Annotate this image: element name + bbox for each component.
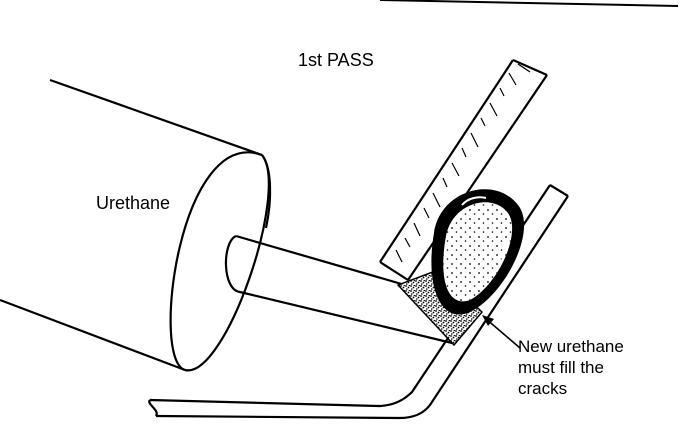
lower-board [148,184,569,420]
note-arrowhead [482,315,494,326]
top-rule-line [379,0,679,7]
upper-board [379,58,548,281]
crack-note-line-1: New urethane [518,337,624,356]
crack-note-line-2: must fill the [518,358,604,377]
note-leader-line [484,317,521,349]
urethane-label: Urethane [96,193,171,213]
crack-note: New urethane must fill the cracks [518,336,624,399]
sealant-joint [396,189,525,347]
pass-title: 1st PASS [298,50,374,70]
crack-note-line-3: cracks [518,379,568,398]
urethane-tube [0,78,272,372]
